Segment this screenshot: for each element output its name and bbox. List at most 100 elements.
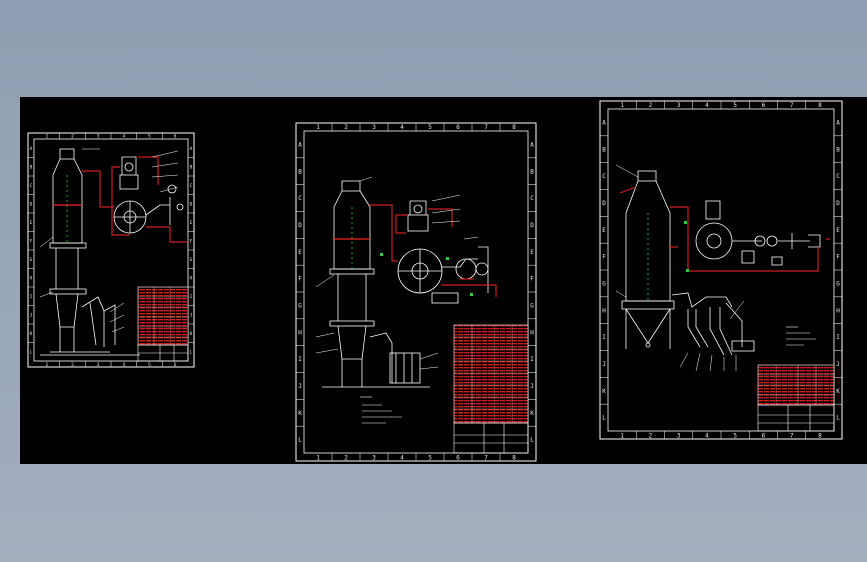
fan-assembly (397, 200, 489, 304)
grid-row-label: K (836, 388, 840, 395)
drying-tower (322, 180, 430, 388)
grid-row-label: G (530, 303, 534, 310)
grid-row-label: A (30, 146, 33, 152)
grid-row-label: H (190, 275, 193, 281)
grid-row-label: H (602, 307, 606, 314)
grid-column-label: 3 (372, 124, 376, 131)
grid-column-label: 1 (620, 432, 624, 439)
grid-column-label: 1 (45, 134, 48, 140)
leader-lines (315, 176, 479, 370)
grid-row-label: G (30, 257, 33, 263)
red-duct-lines (82, 156, 188, 243)
grid-column-label: 6 (762, 102, 766, 109)
grid-column-label: 1 (45, 362, 48, 368)
grid-row-label: D (530, 222, 534, 229)
grid-row-label: J (298, 383, 302, 390)
drying-tower (40, 148, 140, 356)
grid-row-label: A (602, 120, 606, 127)
grid-row-label: A (190, 146, 193, 152)
grid-row-label: A (836, 120, 840, 127)
grid-row-label: D (836, 200, 840, 207)
grid-row-label: I (836, 334, 840, 341)
parts-list-table (137, 286, 189, 346)
parts-list-table (453, 324, 529, 424)
grid-column-label: 2 (71, 134, 74, 140)
grid-column-label: 8 (512, 454, 516, 461)
grid-column-label: 4 (122, 134, 125, 140)
grid-row-label: E (30, 220, 33, 226)
grid-column-label: 7 (790, 432, 794, 439)
grid-row-label: H (530, 329, 534, 336)
grid-row-label: A (530, 142, 534, 149)
grid-column-label: 5 (733, 432, 737, 439)
grid-column-label: 4 (400, 124, 404, 131)
grid-column-label: 6 (456, 124, 460, 131)
grid-row-label: J (602, 361, 606, 368)
grid-column-label: 7 (790, 102, 794, 109)
grid-row-label: E (298, 249, 302, 256)
grid-column-label: 5 (733, 102, 737, 109)
red-duct-lines (370, 204, 497, 297)
grid-column-label: 2 (649, 432, 653, 439)
grid-column-label: 4 (705, 102, 709, 109)
grid-row-label: B (190, 164, 193, 170)
title-block (757, 404, 835, 432)
grid-column-label: 5 (428, 454, 432, 461)
grid-column-label: 1 (316, 124, 320, 131)
grid-row-label: D (298, 222, 302, 229)
grid-row-label: I (298, 356, 302, 363)
grid-row-label: C (30, 183, 33, 189)
grid-column-label: 2 (344, 124, 348, 131)
grid-column-label: 1 (620, 102, 624, 109)
grid-row-label: H (298, 329, 302, 336)
fan-assembly (695, 200, 821, 266)
grid-row-label: J (530, 383, 534, 390)
grid-row-label: C (298, 195, 302, 202)
grid-row-label: F (30, 238, 33, 244)
grid-column-label: 6 (174, 362, 177, 368)
grid-column-label: 5 (428, 124, 432, 131)
grid-row-label: K (298, 410, 302, 417)
grid-column-label: 5 (148, 134, 151, 140)
drying-tower (621, 170, 675, 349)
grid-row-label: D (30, 201, 33, 207)
grid-column-label: 4 (400, 454, 404, 461)
grid-row-label: F (190, 238, 193, 244)
grid-column-label: 3 (677, 102, 681, 109)
grid-column-label: 3 (372, 454, 376, 461)
grid-column-label: 6 (174, 134, 177, 140)
grid-column-label: 5 (148, 362, 151, 368)
title-block (453, 422, 529, 454)
grid-row-label: E (602, 227, 606, 234)
technical-notes (360, 396, 402, 424)
grid-row-label: G (836, 281, 840, 288)
grid-row-label: B (530, 168, 534, 175)
grid-column-label: 3 (97, 134, 100, 140)
grid-column-label: 8 (818, 432, 822, 439)
grid-row-label: J (30, 312, 33, 318)
grid-row-label: A (298, 142, 302, 149)
grid-row-label: I (190, 294, 193, 300)
grid-row-label: C (530, 195, 534, 202)
grid-column-label: 6 (456, 454, 460, 461)
grid-row-label: C (602, 173, 606, 180)
grid-row-label: C (190, 183, 193, 189)
grid-row-label: E (836, 227, 840, 234)
grid-column-label: 2 (344, 454, 348, 461)
cyclone-separators (671, 292, 755, 356)
grid-row-label: E (190, 220, 193, 226)
grid-row-label: G (298, 303, 302, 310)
grid-row-label: J (836, 361, 840, 368)
grid-column-label: 8 (512, 124, 516, 131)
leader-lines (615, 164, 745, 372)
grid-row-label: G (190, 257, 193, 263)
grid-row-label: L (190, 349, 193, 355)
